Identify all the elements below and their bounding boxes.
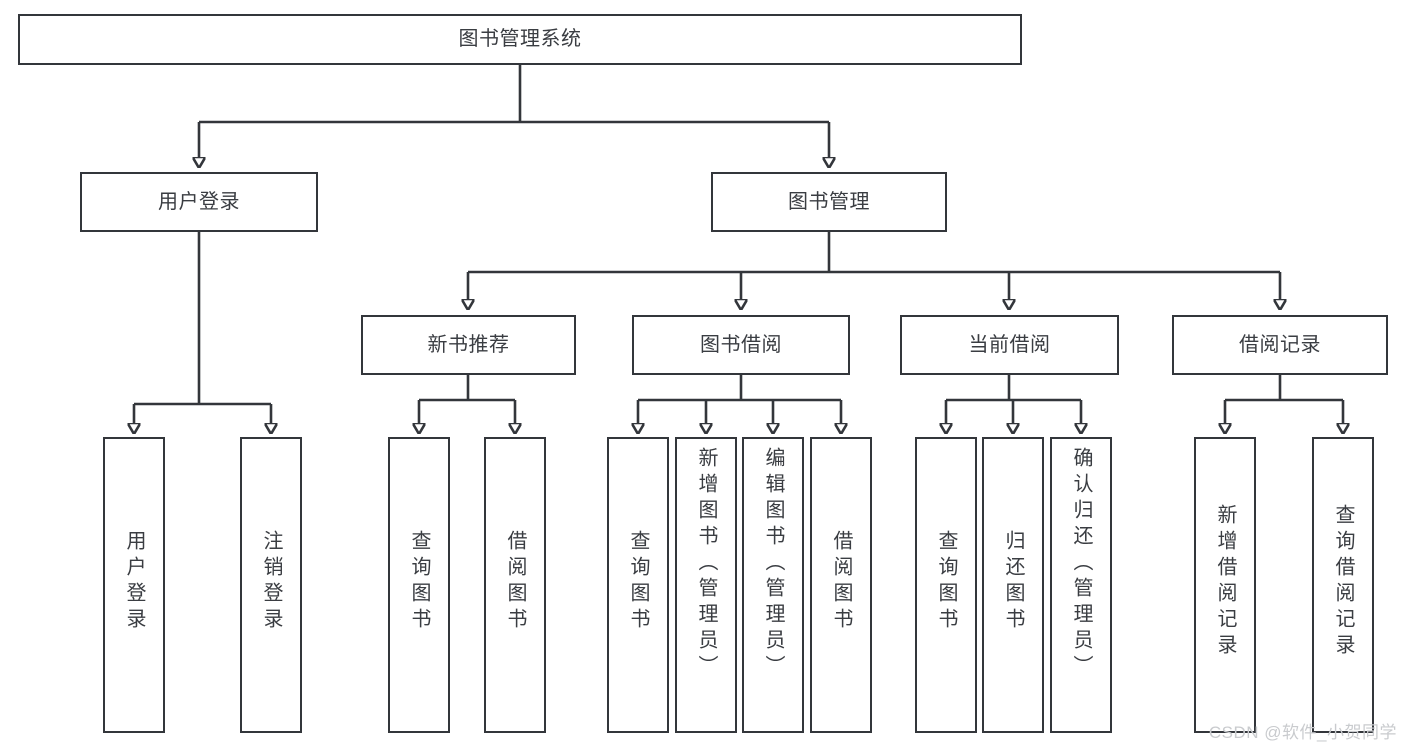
node-user-login[interactable]: 用户登录 bbox=[80, 172, 318, 232]
leaf-user-login-signin[interactable]: 用户登录 bbox=[103, 437, 165, 733]
node-label: 查询图书 bbox=[935, 530, 957, 634]
node-label: 新增图书（管理员） bbox=[695, 447, 717, 681]
leaf-current-query-book[interactable]: 查询图书 bbox=[915, 437, 977, 733]
leaf-current-return-book[interactable]: 归还图书 bbox=[982, 437, 1044, 733]
node-borrow-record[interactable]: 借阅记录 bbox=[1172, 315, 1388, 375]
node-label: 查询借阅记录 bbox=[1332, 504, 1354, 660]
node-label: 新书推荐 bbox=[427, 333, 510, 356]
leaf-user-login-signout[interactable]: 注销登录 bbox=[240, 437, 302, 733]
node-root-system[interactable]: 图书管理系统 bbox=[18, 14, 1022, 65]
leaf-recommend-borrow-book[interactable]: 借阅图书 bbox=[484, 437, 546, 733]
leaf-borrow-edit-book-admin[interactable]: 编辑图书（管理员） bbox=[742, 437, 804, 733]
node-label: 图书借阅 bbox=[700, 333, 782, 356]
node-book-management[interactable]: 图书管理 bbox=[711, 172, 947, 232]
node-label: 查询图书 bbox=[408, 530, 430, 634]
node-label: 归还图书 bbox=[1002, 530, 1024, 634]
node-label: 借阅记录 bbox=[1239, 333, 1321, 356]
node-label: 用户登录 bbox=[158, 190, 240, 213]
node-label: 新增借阅记录 bbox=[1214, 504, 1236, 660]
node-label: 编辑图书（管理员） bbox=[762, 447, 784, 681]
leaf-borrow-query-book[interactable]: 查询图书 bbox=[607, 437, 669, 733]
node-label: 当前借阅 bbox=[968, 333, 1051, 356]
node-label: 用户登录 bbox=[123, 530, 145, 634]
leaf-borrow-add-book-admin[interactable]: 新增图书（管理员） bbox=[675, 437, 737, 733]
leaf-record-query-record[interactable]: 查询借阅记录 bbox=[1312, 437, 1374, 733]
node-label: 确认归还（管理员） bbox=[1070, 447, 1092, 681]
leaf-record-add-record[interactable]: 新增借阅记录 bbox=[1194, 437, 1256, 733]
node-label: 借阅图书 bbox=[830, 530, 852, 634]
leaf-recommend-query-book[interactable]: 查询图书 bbox=[388, 437, 450, 733]
node-current-borrow[interactable]: 当前借阅 bbox=[900, 315, 1119, 375]
node-label: 图书管理 bbox=[788, 190, 870, 213]
node-label: 查询图书 bbox=[627, 530, 649, 634]
leaf-current-confirm-return-admin[interactable]: 确认归还（管理员） bbox=[1050, 437, 1112, 733]
node-label: 借阅图书 bbox=[504, 530, 526, 634]
leaf-borrow-borrow-book[interactable]: 借阅图书 bbox=[810, 437, 872, 733]
node-label: 注销登录 bbox=[260, 530, 282, 634]
csdn-watermark: CSDN @软件_小贺同学 bbox=[1208, 723, 1397, 742]
node-book-borrow[interactable]: 图书借阅 bbox=[632, 315, 850, 375]
node-label: 图书管理系统 bbox=[458, 28, 582, 51]
node-new-book-recommend[interactable]: 新书推荐 bbox=[361, 315, 576, 375]
